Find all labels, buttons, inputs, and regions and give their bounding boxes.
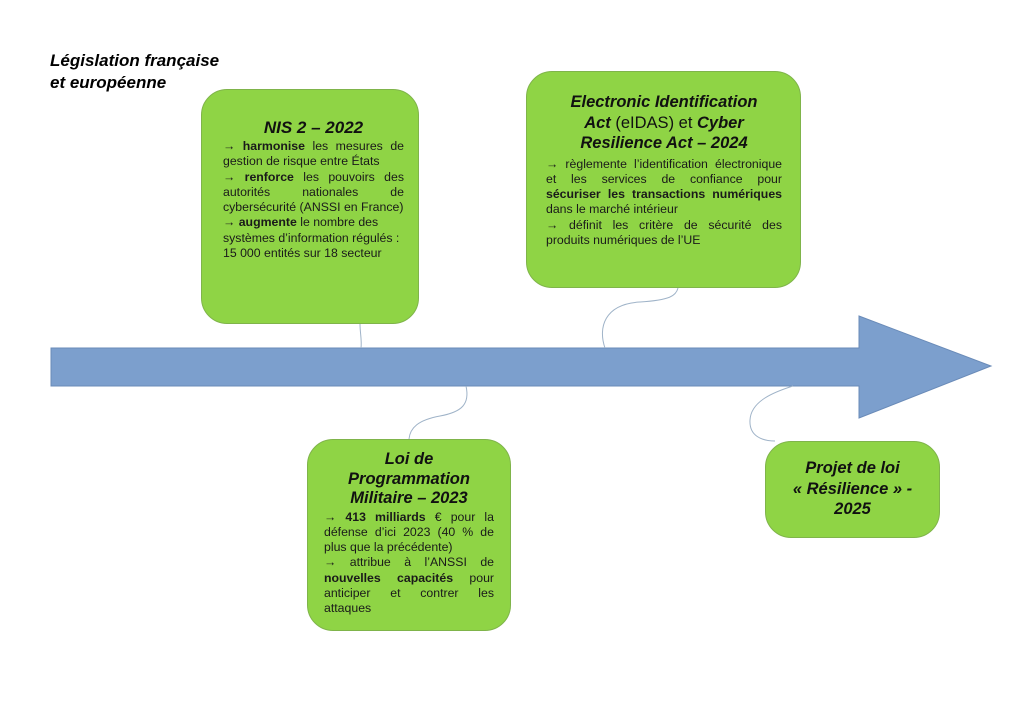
lpm-item: → 413 milliards € pour la défense d’ici … [324,509,495,555]
resilience-heading: Projet de loi « Résilience » - 2025 [792,459,913,518]
page-title: Législation française et européenne [50,50,219,94]
eidas-body: → règlemente l’identification électroniq… [546,157,782,249]
nis2-item: → augmente le nombre des systèmes d’info… [223,215,400,261]
nis2-box: NIS 2 – 2022 → harmonise les mesures de … [201,89,419,324]
eidas-item: → règlemente l’identification électroniq… [546,156,782,217]
lpm-heading: Loi de Programmation Militaire – 2023 [348,450,470,507]
lpm-box: Loi de Programmation Militaire – 2023 → … [307,439,511,631]
page-title-line-1: Législation française [50,51,220,70]
connector-resilience [749,385,794,442]
lpm-body: → 413 milliards € pour la défense d’ici … [324,510,494,617]
eidas-item: → définit les critère de sécurité des pr… [546,217,783,247]
eidas-box: Electronic Identification Act (eIDAS) et… [526,71,801,288]
nis2-heading: NIS 2 – 2022 [263,118,364,137]
resilience-box: Projet de loi « Résilience » - 2025 [765,441,940,538]
nis2-item: → renforce les pouvoirs des autorités na… [223,169,405,215]
nis2-item: → harmonise les mesures de gestion de ri… [223,139,404,169]
eidas-heading: Electronic Identification Act (eIDAS) et… [570,93,758,152]
connector-eidas [601,287,679,349]
connector-lpm [408,385,468,440]
timeline-arrow [50,315,993,419]
connector-nis2 [359,323,362,349]
page-title-line-2: et européenne [50,73,167,92]
lpm-item: → attribue à l’ANSSI de nouvelles capaci… [324,555,495,616]
nis2-body: → harmonise les mesures de gestion de ri… [223,139,404,261]
